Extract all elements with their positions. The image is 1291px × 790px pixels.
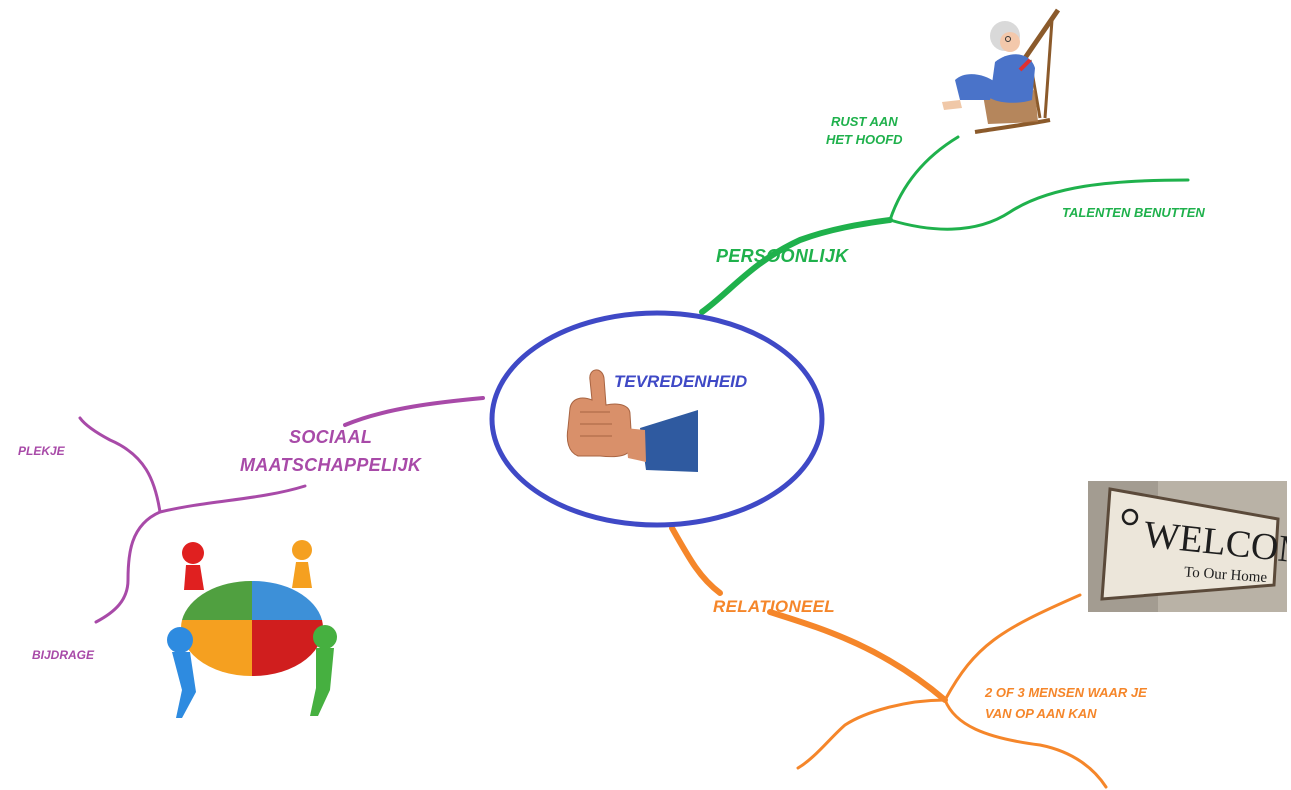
leaf-2-of-3-mensen: 2 OF 3 MENSEN WAAR JE VAN OP AAN KAN (985, 685, 1147, 721)
puzzle-people-icon (167, 540, 337, 718)
branch-label-sociaal-maatschappelijk: SOCIAAL MAATSCHAPPELIJK (240, 427, 422, 475)
branch-label-relationeel: RELATIONEEL (713, 597, 835, 616)
branch-label-persoonlijk: PERSOONLIJK (716, 246, 849, 266)
rocking-chair-grandma-icon (942, 8, 1061, 134)
thumbs-up-icon (566, 369, 698, 472)
welcome-sign-line2: To Our Home (1184, 564, 1268, 586)
leaf-plekje: PLEKJE (18, 444, 65, 458)
branch-relationeel-lines (669, 525, 1108, 789)
branch-sociaal-lines (78, 396, 485, 624)
welcome-sign-icon: WELCOME To Our Home (1088, 481, 1291, 612)
leaf-rust-aan-het-hoofd: RUST AAN HET HOOFD (826, 114, 903, 147)
center-node (489, 310, 825, 528)
branch-persoonlijk-lines (699, 135, 1190, 315)
leaf-bijdrage: BIJDRAGE (32, 648, 95, 662)
leaf-talenten-benutten: TALENTEN BENUTTEN (1062, 205, 1205, 220)
center-title: TEVREDENHEID (614, 372, 748, 391)
